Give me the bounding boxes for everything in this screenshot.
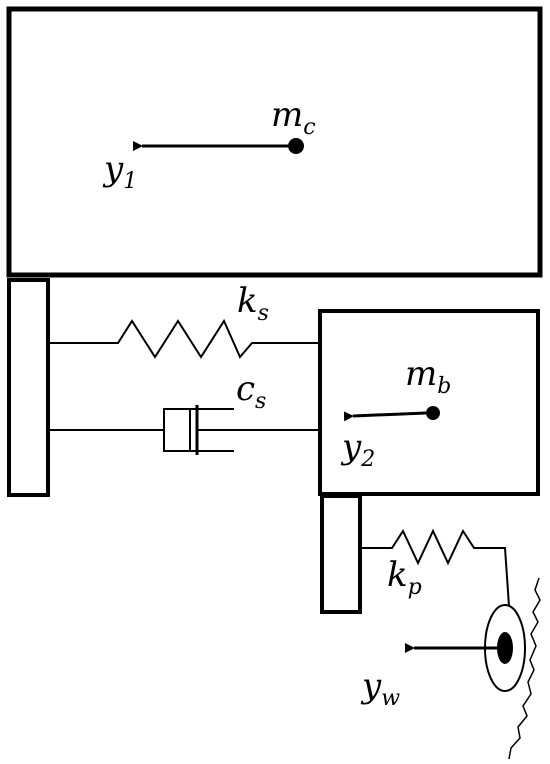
contact-wheel-center [497, 632, 513, 664]
y1-label: y1 [102, 149, 137, 194]
left-support-bracket [7, 278, 50, 497]
lower-support-bracket [320, 494, 362, 614]
car-body-center-of-mass-dot [288, 138, 304, 154]
mc-label: mc [271, 95, 316, 140]
bogie-mass-block [318, 309, 540, 496]
contact-spring [360, 528, 510, 607]
y2-label: y2 [340, 427, 375, 472]
bogie-center-of-mass-dot [426, 406, 440, 420]
irregular-contact-surface [508, 577, 541, 760]
suspension-spring [48, 318, 320, 359]
suspension-damper [48, 405, 320, 455]
mb-label: mb [405, 354, 451, 399]
car-body-mass-block [6, 6, 543, 278]
ks-label: ks [237, 281, 269, 326]
yw-label: yw [360, 666, 400, 711]
cs-label: cs [236, 369, 266, 414]
y2-displacement-arrow [343, 411, 427, 422]
kp-label: kp [387, 555, 422, 600]
